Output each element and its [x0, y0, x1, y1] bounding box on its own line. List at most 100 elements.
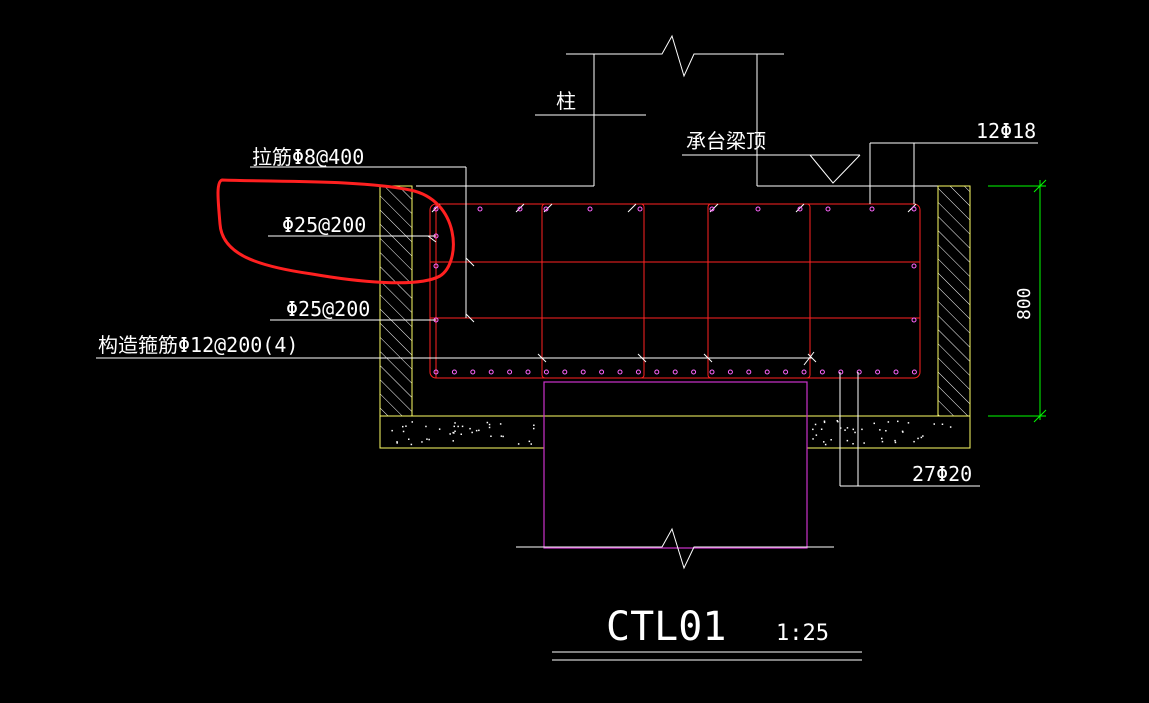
bottom-bars-label: 27Φ20 — [912, 462, 972, 486]
cushion-speck — [402, 425, 404, 428]
top-bars-label: 12Φ18 — [976, 119, 1036, 143]
rebar-bars — [433, 206, 917, 375]
rebar-dot — [433, 263, 439, 269]
cushion-speck — [837, 420, 839, 423]
rebar-dot — [783, 369, 789, 375]
cushion-speck — [428, 438, 430, 441]
rebar-dot — [801, 369, 807, 375]
cushion-speck — [823, 421, 826, 424]
cushion-speck — [917, 437, 919, 440]
markup-circle — [216, 178, 455, 285]
cushion-speck — [846, 439, 849, 442]
tie-hooks — [427, 203, 917, 363]
cushion-speck — [913, 440, 915, 443]
rebar-dot — [543, 206, 549, 212]
column-outline — [416, 34, 938, 187]
cushion-speck — [894, 439, 896, 442]
cushion-speck — [854, 431, 856, 434]
cushion-speck — [499, 423, 502, 425]
cushion-speck — [873, 422, 875, 425]
rebar-dot — [691, 369, 697, 375]
cushion-speck — [449, 433, 451, 435]
cushion-speck — [454, 430, 456, 432]
cushion-speck — [861, 428, 863, 431]
cushion-speck — [421, 441, 423, 443]
cushion-speck — [941, 423, 944, 425]
cushion-speck — [824, 443, 827, 446]
cushion-speck — [881, 440, 884, 443]
cushion-speck — [530, 443, 532, 445]
stirrups-label: 构造箍筋Φ12@200(4) — [98, 333, 298, 357]
cushion-speck — [830, 439, 832, 441]
rebar-dot — [746, 369, 752, 375]
tie-bars-label: 拉筋Φ8@400 — [252, 145, 364, 169]
cushion-speck — [881, 437, 883, 440]
rebar-dot — [635, 369, 641, 375]
drawing-scale: 1:25 — [776, 621, 829, 646]
rebar-dot — [893, 369, 899, 375]
rebar-dot — [727, 369, 733, 375]
cushion-speck — [457, 425, 459, 428]
drawing-title: CTL01 — [606, 604, 726, 650]
cushion-speck — [408, 438, 410, 440]
rebar-dot — [654, 369, 660, 375]
cushion-speck — [488, 423, 491, 426]
rebar-dot — [617, 369, 623, 375]
cushion-speck — [846, 427, 849, 429]
cushion-speck — [502, 435, 504, 438]
rebar-dot — [755, 206, 761, 212]
rebar-dot — [911, 317, 917, 323]
cushion-speck — [460, 433, 462, 435]
rebar-dot — [517, 206, 523, 212]
cushion-speck — [410, 443, 413, 446]
rebar-dot — [637, 206, 643, 212]
rebar-dot — [433, 206, 439, 212]
cushion-speck — [902, 431, 904, 433]
cushion-speck — [823, 420, 826, 422]
cushion-speck — [391, 429, 393, 432]
cushion-speck — [814, 423, 817, 426]
cushion-speck — [478, 429, 480, 432]
cushion-speck — [486, 421, 489, 424]
cushion-speck — [438, 428, 441, 430]
cushion-speck — [533, 424, 535, 426]
rebar-dot — [856, 369, 862, 375]
cushion-speck — [933, 423, 935, 425]
rebar-dot — [580, 369, 586, 375]
cushion-layer — [379, 415, 971, 449]
rebar-dot — [764, 369, 770, 375]
cushion-speck — [452, 440, 454, 442]
left-wall-hatch — [379, 185, 413, 417]
cushion-speck — [922, 435, 924, 437]
cushion-speck — [823, 441, 825, 443]
cushion-speck — [517, 443, 520, 445]
rebar-dot — [797, 206, 803, 212]
cushion-speck — [405, 425, 407, 427]
cushion-speck — [469, 427, 471, 430]
rebar-dot — [838, 369, 844, 375]
rebar-dot — [599, 369, 605, 375]
height-dimension — [988, 179, 1047, 423]
cushion-speck — [453, 425, 455, 428]
cushion-speck — [836, 420, 838, 422]
height-dim-label: 800 — [1014, 287, 1035, 320]
cushion-speck — [425, 425, 427, 428]
rebar-dot — [433, 369, 439, 375]
cushion-speck — [949, 426, 952, 428]
cushion-speck — [920, 436, 923, 439]
leader-lines — [96, 114, 1038, 487]
rebar-dot — [709, 369, 715, 375]
rebar-dot — [869, 206, 875, 212]
right-wall-hatch — [937, 185, 971, 417]
cushion-speck — [852, 428, 854, 431]
cap-beam-top-label: 承台梁顶 — [686, 129, 766, 153]
cushion-speck — [897, 420, 899, 423]
cushion-speck — [426, 438, 428, 440]
cushion-speck — [452, 431, 454, 434]
rebar-dot — [587, 206, 593, 212]
rebar-dot — [825, 206, 831, 212]
rebar-dot — [672, 369, 678, 375]
side-bars-lower-label: Φ25@200 — [286, 297, 370, 321]
title-underline — [552, 651, 862, 661]
